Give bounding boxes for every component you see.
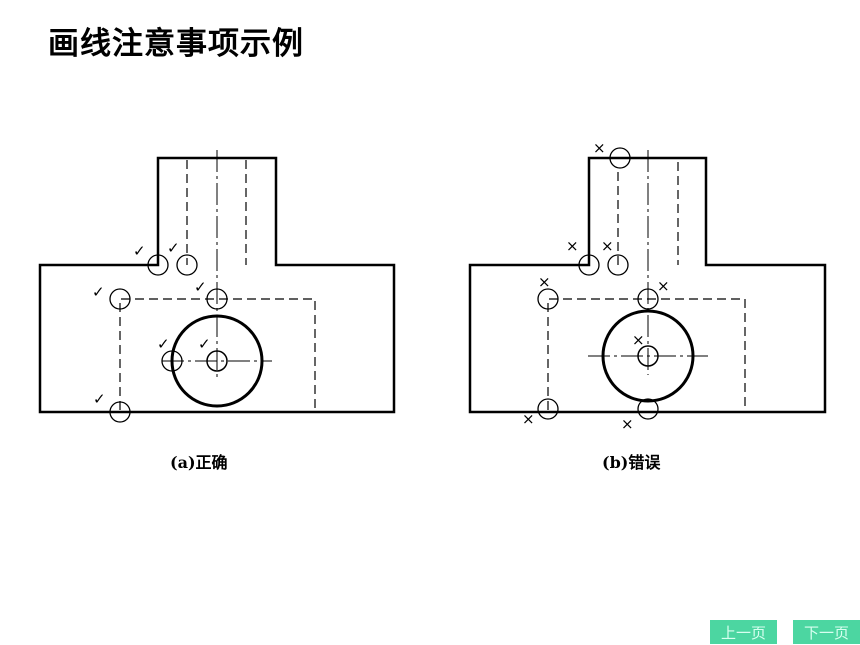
cross-mark: × [632, 331, 645, 349]
next-page-button[interactable]: 下一页 [793, 620, 860, 644]
cross-mark: × [593, 139, 606, 157]
check-mark: ✓ [133, 242, 146, 260]
cross-mark: × [657, 277, 670, 295]
check-mark: ✓ [198, 335, 211, 353]
check-circle-a5 [161, 350, 183, 372]
check-circle-a6 [109, 401, 131, 423]
figure-b-wrong [468, 147, 827, 420]
check-mark: ✓ [92, 283, 105, 301]
cross-circle-b2 [578, 254, 600, 276]
check-circle-a4 [206, 288, 228, 310]
cross-circle-b5 [637, 288, 659, 310]
cross-circle-b7 [637, 398, 659, 420]
figure-a-correct [38, 150, 396, 423]
check-circle-a2 [176, 254, 198, 276]
outline-a [38, 156, 396, 414]
check-mark: ✓ [93, 390, 106, 408]
outline-b [468, 156, 827, 414]
cross-circle-b1 [609, 147, 631, 169]
cross-mark: × [566, 237, 579, 255]
cross-circle-b4 [537, 288, 559, 310]
check-mark: ✓ [157, 335, 170, 353]
check-mark: ✓ [167, 239, 180, 257]
caption-b: (b)错误 [602, 453, 661, 472]
cross-circle-b3 [607, 254, 629, 276]
hidden-rect-b [547, 298, 746, 410]
check-circle-a1 [147, 254, 169, 276]
check-mark: ✓ [194, 278, 207, 296]
cross-mark: × [522, 410, 535, 428]
caption-a: (a)正确 [170, 453, 228, 472]
prev-page-button[interactable]: 上一页 [710, 620, 777, 644]
cross-circle-b6 [537, 398, 559, 420]
cross-mark: × [621, 415, 634, 433]
page-title: 画线注意事项示例 [48, 26, 304, 62]
check-circle-a3 [109, 288, 131, 310]
cross-mark: × [601, 237, 614, 255]
cross-mark: × [538, 273, 551, 291]
